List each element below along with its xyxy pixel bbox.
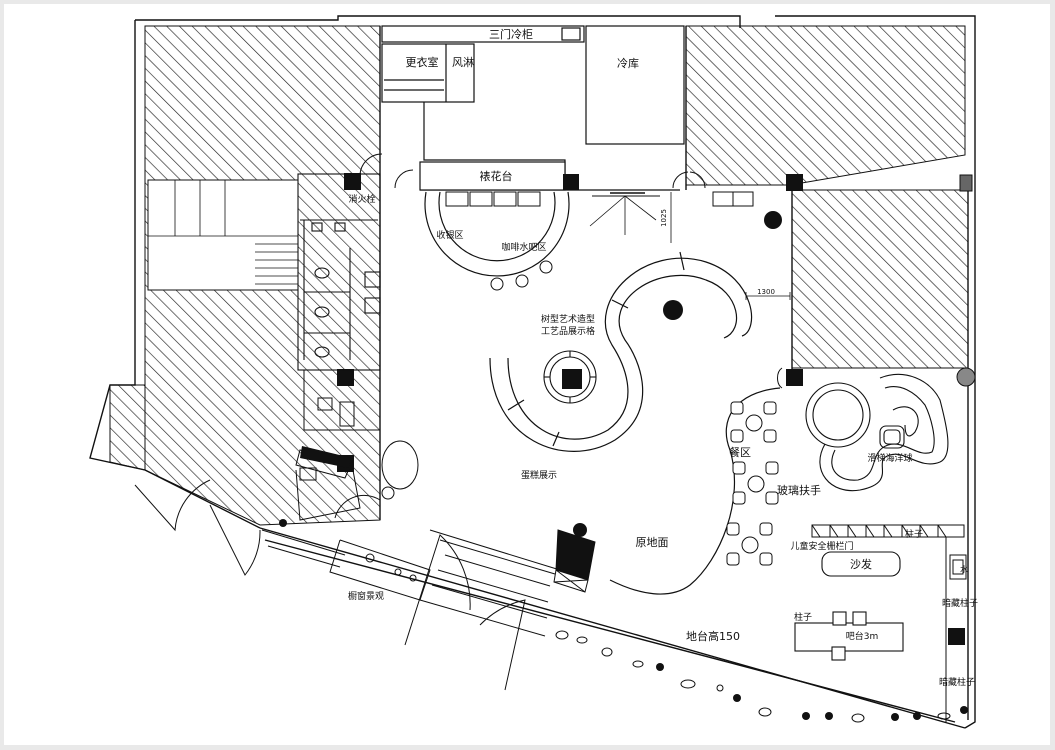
label-original-floor: 原地面 bbox=[636, 536, 669, 549]
label-hidden-column-2: 暗藏柱子 bbox=[939, 676, 975, 688]
label-column-right: 柱子 bbox=[905, 528, 923, 540]
floor-plan: 三门冷柜 更衣室 风淋 冷库 裱花台 消火栓 收银区 咖啡水吧区 树型艺术造型 … bbox=[89, 15, 978, 729]
label-slide-ball-pool: 滑梯海洋球 bbox=[867, 452, 912, 464]
flower-counter-cells bbox=[445, 191, 541, 207]
hatched-areas bbox=[109, 25, 969, 526]
stair-treads bbox=[148, 180, 298, 285]
label-coffee-bar: 咖啡水吧区 bbox=[501, 241, 546, 253]
bar-stools bbox=[490, 260, 553, 291]
label-sink: 水 bbox=[960, 564, 968, 574]
label-sofa: 沙发 bbox=[850, 557, 872, 571]
label-three-door-cabinet: 三门冷柜 bbox=[489, 27, 533, 41]
window-display-strip bbox=[261, 529, 596, 637]
plan-labels: 三门冷柜 更衣室 风淋 冷库 裱花台 消火栓 收银区 咖啡水吧区 树型艺术造型 … bbox=[348, 27, 978, 688]
outer-walls bbox=[89, 15, 976, 729]
label-platform-height: 地台高150 bbox=[686, 629, 740, 643]
bar-counter-shape bbox=[794, 611, 904, 661]
label-cashier-zone: 收银区 bbox=[436, 229, 463, 241]
label-window-scene: 橱窗景观 bbox=[348, 590, 384, 602]
label-dining-zone: 餐区 bbox=[729, 445, 751, 459]
label-glass-handrail: 玻璃扶手 bbox=[777, 483, 821, 497]
slide-ball-pool bbox=[805, 373, 949, 492]
sofa-shape bbox=[821, 551, 901, 577]
doors bbox=[134, 153, 706, 691]
dining-tables bbox=[726, 401, 779, 566]
label-dim-vertical: 1025 bbox=[660, 209, 668, 227]
round-counter bbox=[424, 191, 570, 277]
label-tree-art-2: 工艺品展示格 bbox=[541, 325, 595, 337]
label-air-shower: 风淋 bbox=[452, 56, 474, 69]
label-fire-hydrant: 消火栓 bbox=[348, 193, 375, 205]
plants bbox=[279, 211, 968, 721]
child-safety-fence bbox=[811, 524, 967, 722]
tree-art-display bbox=[543, 350, 597, 404]
label-cake-display: 蛋糕展示 bbox=[521, 469, 557, 481]
label-cold-storage: 冷库 bbox=[617, 57, 639, 70]
drawing-sheet: 三门冷柜 更衣室 风淋 冷库 裱花台 消火栓 收银区 咖啡水吧区 树型艺术造型 … bbox=[4, 4, 1050, 745]
label-dim-1300: 1300 bbox=[757, 288, 775, 296]
label-child-safety-gate: 儿童安全栅栏门 bbox=[790, 540, 853, 552]
office-area bbox=[295, 369, 381, 521]
label-tree-art-1: 树型艺术造型 bbox=[541, 313, 595, 325]
label-column-bar: 柱子 bbox=[794, 611, 812, 623]
plant-outlines bbox=[365, 440, 951, 723]
cake-display-counter bbox=[489, 251, 753, 452]
label-bar-counter: 吧台3m bbox=[846, 630, 879, 642]
label-changing-room: 更衣室 bbox=[406, 55, 439, 69]
label-flower-counter: 裱花台 bbox=[480, 169, 513, 183]
stair-block bbox=[147, 179, 299, 291]
dimension-lines bbox=[670, 192, 791, 300]
label-hidden-column-1: 暗藏柱子 bbox=[942, 597, 978, 609]
